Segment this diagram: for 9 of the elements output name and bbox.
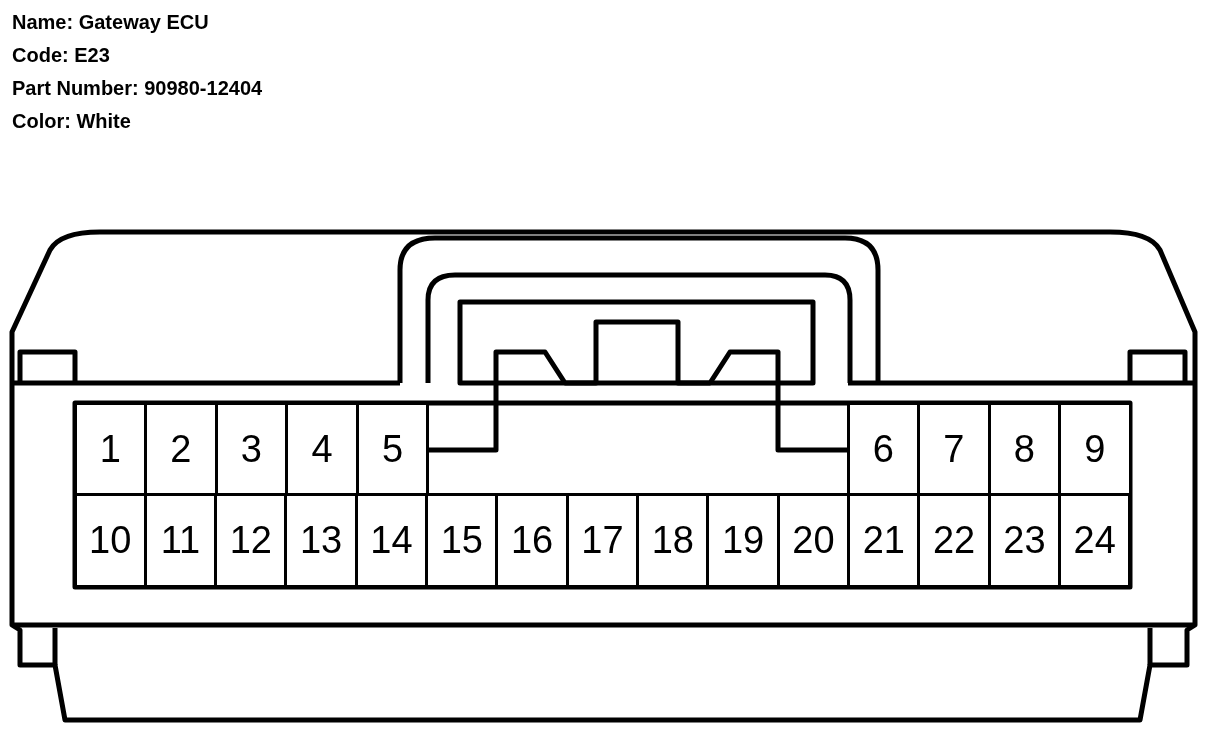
pin-cavity: 22 <box>917 492 991 588</box>
pin-cavity: 24 <box>1058 492 1132 588</box>
info-line: Code: E23 <box>12 43 110 67</box>
info-line: Name: Gateway ECU <box>12 10 209 34</box>
info-line: Part Number: 90980-12404 <box>12 76 263 100</box>
pin-cavity: 19 <box>706 492 780 588</box>
pin-cavity: 13 <box>284 492 358 588</box>
info-line: Color: White <box>12 109 131 133</box>
pin-cavity: 16 <box>495 492 569 588</box>
